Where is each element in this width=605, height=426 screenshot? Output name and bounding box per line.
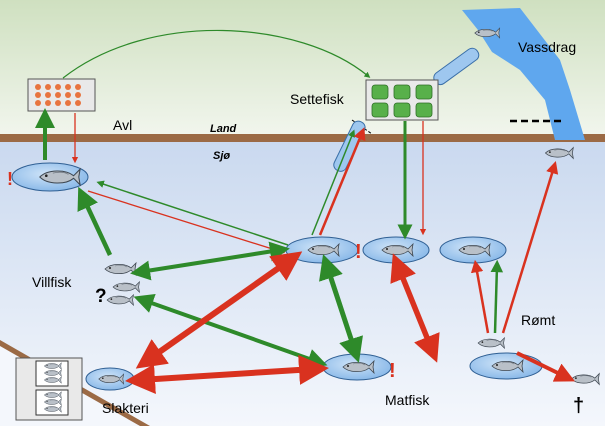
label-vassdrag: Vassdrag [518,39,576,55]
label-romt: Rømt [521,312,555,328]
shoreline [0,134,605,142]
label-sjo: Sjø [213,150,230,162]
exclaim-matfisk: ! [389,360,396,382]
egg-tray [35,84,81,106]
label-matfisk: Matfisk [385,392,430,408]
pen-right [362,236,430,264]
avl-pen [11,162,89,192]
dagger-dead-fish: † [573,395,584,417]
exclaim-avl-pen: ! [7,169,13,189]
tank-cluster [371,84,433,118]
label-avl: Avl [113,117,132,133]
romt-pen [469,352,543,380]
arrow-avl-to-settefisk [62,29,371,79]
label-villfisk: Villfisk [32,274,72,290]
slakteri-pen [85,367,135,391]
question-villfisk: ? [95,286,107,307]
label-settefisk: Settefisk [290,91,345,107]
label-slakteri: Slakteri [102,400,149,416]
exclaim-center-pen: ! [355,241,362,263]
pen-far-right [439,236,507,264]
fish-crates [35,360,69,416]
label-land: Land [210,123,237,135]
river [462,8,585,140]
matfisk-pen [322,353,392,381]
pen-center [285,236,359,264]
